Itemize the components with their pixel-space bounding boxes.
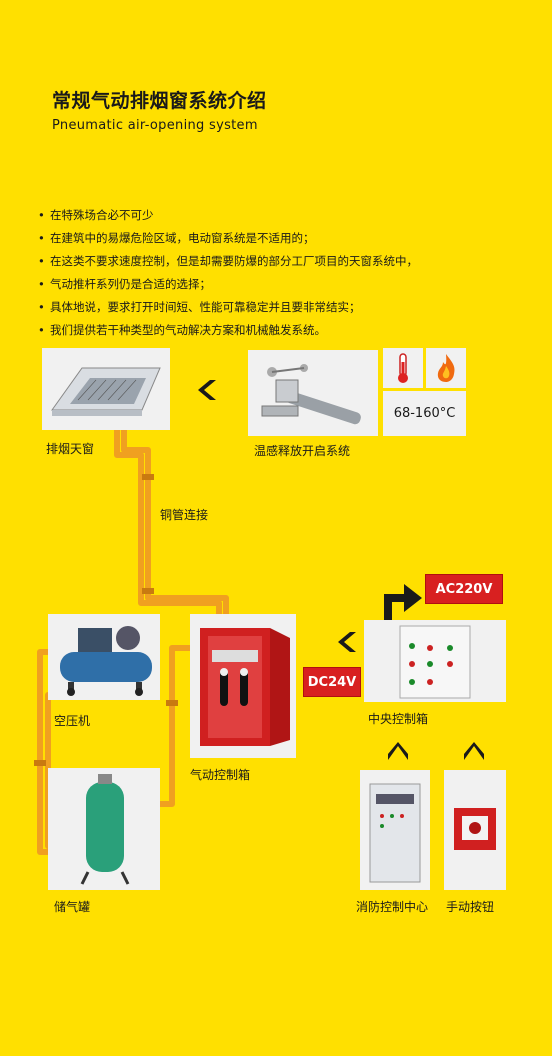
manual-button-illustration (454, 808, 496, 850)
pipe-fitting (34, 760, 46, 766)
arrow-left-icon (198, 380, 216, 400)
skylight-label: 排烟天窗 (46, 442, 95, 456)
pipe-fitting (142, 474, 154, 480)
fire-center-label: 消防控制中心 (356, 900, 429, 914)
thermal-release-image (248, 350, 378, 436)
thermal-release-illustration (261, 364, 361, 425)
list-item: 在特殊场合必不可少 (36, 204, 516, 227)
list-item: 具体地说，要求打开时间短、性能可靠稳定并且要非常结实； (36, 296, 516, 319)
ac-voltage-tag: AC220V (425, 574, 503, 604)
copper-pipe-label: 铜管连接 (160, 508, 209, 522)
pneumatic-box-label: 气动控制箱 (190, 768, 251, 782)
pneumatic-box-image (190, 614, 296, 758)
page-subtitle: Pneumatic air-opening system (52, 118, 258, 133)
temperature-range: 68-160°C (393, 406, 456, 421)
arrow-up-icon (388, 742, 408, 760)
manual-button-image (444, 770, 506, 890)
pipe-fitting (142, 588, 154, 594)
arrow-left-icon-2 (338, 632, 356, 652)
fire-center-illustration (369, 783, 421, 883)
thermometer-icon (398, 353, 408, 383)
tank-illustration (80, 774, 130, 885)
skylight-illustration (51, 367, 161, 416)
arrow-up-icon-2 (464, 742, 484, 760)
dc-voltage-tag: DC24V (303, 667, 361, 697)
thermometer-tile (383, 348, 423, 388)
temperature-range-tile: 68-160°C (383, 391, 466, 436)
compressor-image (48, 614, 160, 700)
compressor-illustration (60, 626, 152, 696)
page-title: 常规气动排烟窗系统介绍 (52, 90, 267, 112)
central-box-label: 中央控制箱 (368, 712, 429, 726)
central-box-illustration (399, 625, 471, 699)
arrow-up-right-icon (384, 584, 422, 620)
feature-list: 在特殊场合必不可少 在建筑中的易爆危险区域，电动窗系统是不适用的； 在这类不要求… (36, 204, 516, 342)
pipe-fitting (166, 700, 178, 706)
skylight-image (42, 348, 170, 430)
list-item: 在这类不要求速度控制，但是却需要防爆的部分工厂项目的天窗系统中， (36, 250, 516, 273)
tank-label: 储气罐 (54, 900, 91, 914)
compressor-label: 空压机 (54, 714, 91, 728)
tank-image (48, 768, 160, 890)
flame-tile (426, 348, 466, 388)
list-item: 气动推杆系列仍是合适的选择； (36, 273, 516, 296)
central-box-image (364, 620, 506, 702)
flame-icon (437, 354, 455, 382)
fire-center-image (360, 770, 430, 890)
list-item: 在建筑中的易爆危险区域，电动窗系统是不适用的； (36, 227, 516, 250)
thermal-release-label: 温感释放开启系统 (254, 444, 351, 458)
pneumatic-box-illustration (200, 628, 290, 746)
manual-button-label: 手动按钮 (446, 900, 495, 914)
list-item: 我们提供若干种类型的气动解决方案和机械触发系统。 (36, 319, 516, 342)
